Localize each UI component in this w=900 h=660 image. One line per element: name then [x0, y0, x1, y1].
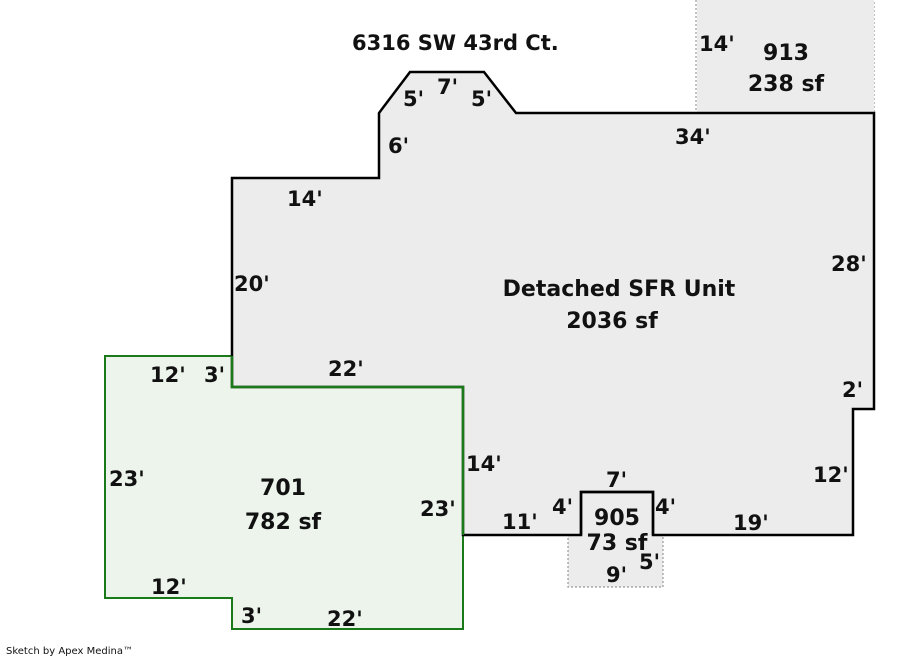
dim-701-right: 23': [420, 497, 456, 521]
area-701-sf: 782 sf: [245, 510, 322, 535]
sketch-credit: Sketch by Apex Medina™: [6, 646, 133, 657]
area-913-name: 913: [763, 41, 809, 66]
dim-913-left: 14': [699, 32, 735, 56]
dim-main-right-lower: 12': [813, 463, 849, 487]
dim-main-top-middle: 7': [437, 75, 458, 99]
address-title: 6316 SW 43rd Ct.: [352, 31, 559, 55]
main-area-sf: 2036 sf: [566, 309, 658, 334]
area-905-sf: 73 sf: [587, 531, 648, 556]
dim-701-bottom-left: 12': [151, 575, 187, 599]
dim-905-left: 4': [552, 495, 573, 519]
dim-701-left: 23': [109, 467, 145, 491]
area-913-sf: 238 sf: [748, 72, 825, 97]
area-701-shared-edge: [230, 356, 465, 535]
dim-701-bottom: 22': [327, 607, 363, 631]
area-701-name: 701: [260, 476, 306, 501]
dim-main-right-jog: 2': [842, 378, 863, 402]
dim-main-step-vertical: 6': [388, 134, 409, 158]
area-905-name: 905: [594, 506, 640, 531]
dim-701-bottom-step: 3': [241, 604, 262, 628]
dim-main-top-left-bevel: 5': [403, 87, 424, 111]
dim-main-right-upper: 28': [831, 252, 867, 276]
dim-905-right-lower: 5': [639, 550, 660, 574]
dim-main-top-right-bevel: 5': [471, 87, 492, 111]
dim-main-bottom-left: 11': [502, 510, 538, 534]
dim-701-top: 12': [150, 363, 186, 387]
dim-905-bottom: 9': [606, 563, 627, 587]
dim-905-right: 4': [655, 495, 676, 519]
area-913-fill: [697, 0, 874, 113]
dim-main-left: 20': [234, 272, 270, 296]
dim-905-top: 7': [606, 468, 627, 492]
dim-main-inner-right: 14': [466, 452, 502, 476]
dim-main-bottom-right: 19': [733, 511, 769, 535]
area-905-outline: [567, 491, 664, 588]
area-905-top-outline: [579, 490, 655, 535]
dim-main-step-horizontal: 14': [287, 187, 323, 211]
main-area-name: Detached SFR Unit: [503, 277, 736, 302]
dim-701-top-small: 3': [204, 363, 225, 387]
dim-main-top-right: 34': [675, 125, 711, 149]
area-905-fill: [568, 492, 663, 587]
dim-main-inner-top: 22': [328, 357, 364, 381]
